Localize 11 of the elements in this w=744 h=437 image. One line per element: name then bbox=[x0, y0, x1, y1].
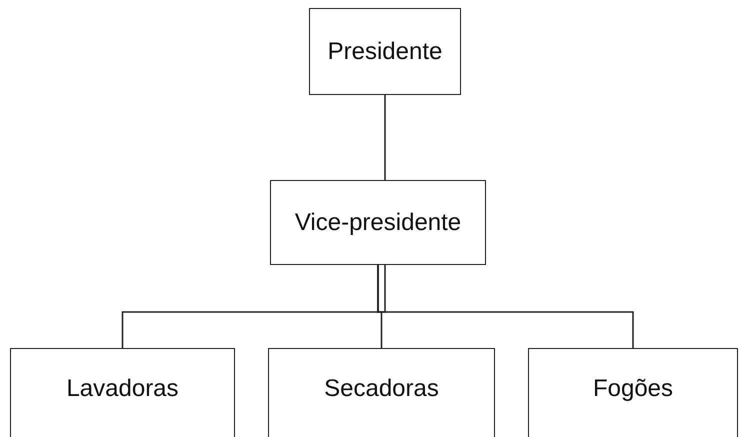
org-box bbox=[528, 348, 738, 437]
org-box bbox=[270, 180, 486, 265]
box-label: Secadoras bbox=[324, 374, 439, 404]
box-label: Presidente bbox=[328, 36, 442, 66]
connector-line bbox=[377, 265, 634, 348]
org-box bbox=[268, 348, 495, 437]
box-label: Fogões bbox=[592, 374, 674, 404]
org-box bbox=[309, 8, 461, 95]
box-label: Lavadoras bbox=[66, 374, 179, 404]
box-label: Vice-presidente bbox=[294, 208, 462, 238]
org-box bbox=[10, 348, 235, 437]
